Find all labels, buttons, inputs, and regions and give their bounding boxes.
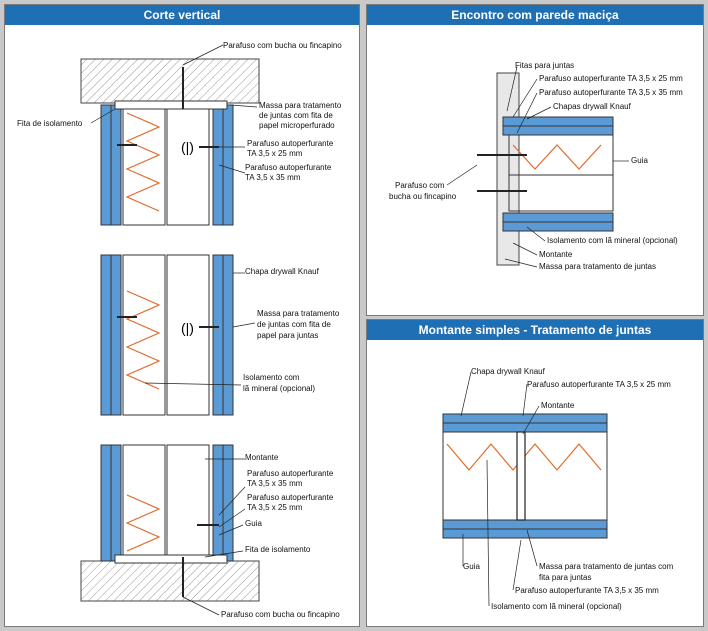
label-massa-top-3: papel microperfurado bbox=[259, 121, 335, 130]
board-bottom-1 bbox=[502, 212, 614, 223]
encontro-drawing bbox=[446, 66, 629, 268]
leader-lines bbox=[446, 66, 629, 268]
label-bucha-2: bucha ou fincapino bbox=[389, 192, 457, 201]
board-bottom-1 bbox=[442, 519, 608, 530]
label-isolamento: Isolamento com lã mineral (opcional) bbox=[491, 602, 622, 611]
label-fitas: Fitas para juntas bbox=[515, 61, 575, 70]
panel-title: Corte vertical bbox=[5, 5, 359, 25]
label-massa-1: Massa para tratamento de juntas com bbox=[539, 562, 674, 571]
label-guia: Guia bbox=[463, 562, 480, 571]
label-massa-mid-2: de juntas com fita de bbox=[257, 320, 331, 329]
label-massa-top-1: Massa para tratamento bbox=[259, 101, 342, 110]
label-parafuso-35b-1: Parafuso autoperfurante bbox=[247, 469, 334, 478]
label-chapas: Chapas drywall Knauf bbox=[553, 102, 631, 111]
top-slab bbox=[80, 58, 260, 104]
board-bottom-2 bbox=[502, 221, 614, 232]
label-bucha-1: Parafuso com bbox=[395, 181, 445, 190]
panel-montante-simples: Montante simples - Tratamento de juntas … bbox=[366, 319, 704, 627]
label-massa-mid-3: papel para juntas bbox=[257, 331, 319, 340]
panel-corte-vertical: Corte vertical (|) bbox=[4, 4, 360, 627]
label-screw-bottom: Parafuso com bucha ou fincapino bbox=[221, 610, 340, 619]
label-parafuso-35-1: Parafuso autoperfurante bbox=[245, 163, 332, 172]
label-isolamento-2: lã mineral (opcional) bbox=[243, 384, 316, 393]
panel-title: Encontro com parede maciça bbox=[367, 5, 703, 25]
corte-vertical-drawing: (|) (|) bbox=[80, 44, 260, 616]
wall-segment-bottom bbox=[100, 444, 234, 597]
label-parafuso-35: Parafuso autoperfurante TA 3,5 x 35 mm bbox=[539, 88, 683, 97]
label-massa-top-2: de juntas com fita de bbox=[259, 111, 333, 120]
label-guia: Guia bbox=[245, 519, 262, 528]
label-parafuso-35-2: TA 3,5 x 35 mm bbox=[245, 173, 301, 182]
label-chapa: Chapa drywall Knauf bbox=[245, 267, 319, 276]
svg-text:(|): (|) bbox=[181, 320, 194, 336]
label-parafuso-35b-2: TA 3,5 x 35 mm bbox=[247, 479, 303, 488]
label-parafuso-25b-2: TA 3,5 x 25 mm bbox=[247, 503, 303, 512]
label-massa-mid-1: Massa para tratamento bbox=[257, 309, 340, 318]
label-montante: Montante bbox=[539, 250, 573, 259]
montante-drawing bbox=[442, 371, 608, 607]
label-montante: Montante bbox=[541, 401, 575, 410]
svg-text:(|): (|) bbox=[181, 139, 194, 155]
leader-lines bbox=[460, 371, 540, 607]
board-bottom-2 bbox=[442, 528, 608, 539]
leader-lines bbox=[90, 44, 258, 616]
label-montante: Montante bbox=[245, 453, 279, 462]
panel-encontro-parede: Encontro com parede maciça Fitas para ju… bbox=[366, 4, 704, 316]
panel-title: Montante simples - Tratamento de juntas bbox=[367, 320, 703, 340]
masonry-wall bbox=[496, 72, 520, 266]
label-massa: Massa para tratamento de juntas bbox=[539, 262, 656, 271]
stud bbox=[516, 431, 526, 521]
label-parafuso-25-1: Parafuso autoperfurante bbox=[247, 139, 334, 148]
label-parafuso-25: Parafuso autoperfurante TA 3,5 x 25 mm bbox=[527, 380, 671, 389]
label-isolamento: Isolamento com lã mineral (opcional) bbox=[547, 236, 678, 245]
label-fita-isolamento-bottom: Fita de isolamento bbox=[245, 545, 311, 554]
label-massa-2: fita para juntas bbox=[539, 573, 592, 582]
label-guia: Guia bbox=[631, 156, 648, 165]
label-screw-top: Parafuso com bucha ou fincapino bbox=[223, 41, 342, 50]
board-top-1 bbox=[502, 116, 614, 127]
guide-bottom bbox=[508, 174, 614, 212]
label-chapa: Chapa drywall Knauf bbox=[471, 367, 545, 376]
board-top-1 bbox=[442, 413, 608, 424]
label-parafuso-25-2: TA 3,5 x 25 mm bbox=[247, 149, 303, 158]
wall-segment-top: (|) bbox=[100, 67, 234, 226]
label-isolamento-1: Isolamento com bbox=[243, 373, 300, 382]
label-parafuso-35: Parafuso autoperfurante TA 3,5 x 35 mm bbox=[515, 586, 659, 595]
wall-segment-middle: (|) bbox=[100, 254, 234, 416]
label-fita-isolamento-top: Fita de isolamento bbox=[17, 119, 83, 128]
label-parafuso-25b-1: Parafuso autoperfurante bbox=[247, 493, 334, 502]
bottom-slab bbox=[80, 560, 260, 602]
label-parafuso-25: Parafuso autoperfurante TA 3,5 x 25 mm bbox=[539, 74, 683, 83]
